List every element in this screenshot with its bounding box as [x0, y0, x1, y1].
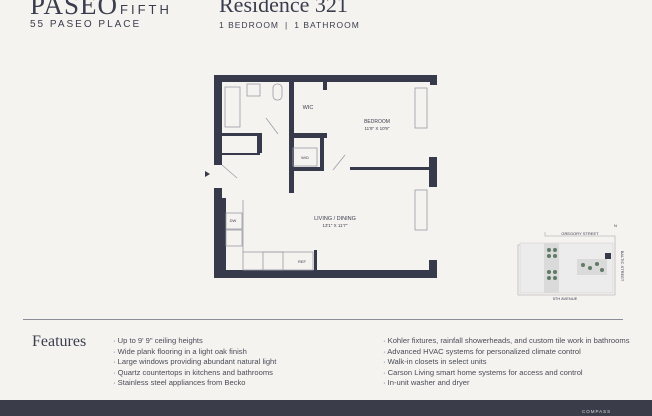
- key-plan: GREGORY STREET BALTIC STREET 5TH AVENUE …: [517, 223, 625, 301]
- floor-plan: WIC BEDROOM 11'9" X 10'9" W/D LIVING / D…: [205, 75, 625, 301]
- logo-sub: FIFTH: [120, 2, 172, 17]
- walls: [214, 75, 437, 278]
- ref-label: REF: [298, 259, 307, 264]
- wic-label: WIC: [303, 105, 314, 111]
- feature-item: In-unit washer and dryer: [383, 378, 630, 389]
- unit-summary: 1 BEDROOM | 1 BATHROOM: [219, 20, 360, 30]
- residence-title: Residence 321: [219, 0, 348, 17]
- wd-label: W/D: [301, 155, 309, 160]
- compass-logo: COMPASS: [582, 409, 612, 414]
- living-dimensions: 13'1" X 11'7": [322, 223, 347, 228]
- feature-item: Kohler fixtures, rainfall showerheads, a…: [383, 336, 630, 347]
- feature-item: Quartz countertops in kitchens and bathr…: [113, 368, 276, 379]
- bathroom-count: 1 BATHROOM: [294, 20, 360, 30]
- features-title: Features: [32, 333, 87, 350]
- fixtures: [221, 83, 428, 271]
- entry-arrow-icon: [205, 171, 210, 177]
- bedroom-label: BEDROOM: [364, 119, 390, 125]
- unit-location-marker: [605, 253, 611, 259]
- separator: |: [285, 20, 289, 30]
- features-list-2: Kohler fixtures, rainfall showerheads, a…: [383, 336, 630, 389]
- feature-item: Walk-in closets in select units: [383, 357, 630, 368]
- north-arrow-icon: N: [614, 223, 617, 228]
- feature-item: Carson Living smart home systems for acc…: [383, 368, 630, 379]
- bedroom-dimensions: 11'9" X 10'9": [364, 126, 389, 131]
- street-right: BALTIC STREET: [620, 251, 625, 282]
- footer: [0, 400, 652, 416]
- feature-item: Wide plank flooring in a light oak finis…: [113, 347, 276, 358]
- features-list-1: Up to 9' 9" ceiling heights Wide plank f…: [113, 336, 277, 389]
- street-bottom: 5TH AVENUE: [553, 296, 578, 301]
- address: 55 PASEO PLACE: [30, 19, 142, 30]
- feature-item: Large windows providing abundant natural…: [113, 357, 277, 368]
- feature-item: Stainless steel appliances from Becko: [113, 378, 276, 389]
- bedroom-count: 1 BEDROOM: [219, 20, 280, 30]
- street-top: GREGORY STREET: [561, 231, 599, 236]
- living-label: LIVING / DINING: [314, 216, 356, 222]
- logo-main: PASEO: [30, 0, 119, 20]
- dw-label: DW: [230, 218, 237, 223]
- divider: [23, 319, 623, 320]
- feature-item: Up to 9' 9" ceiling heights: [113, 336, 276, 347]
- feature-item: Advanced HVAC systems for personalized c…: [383, 347, 630, 358]
